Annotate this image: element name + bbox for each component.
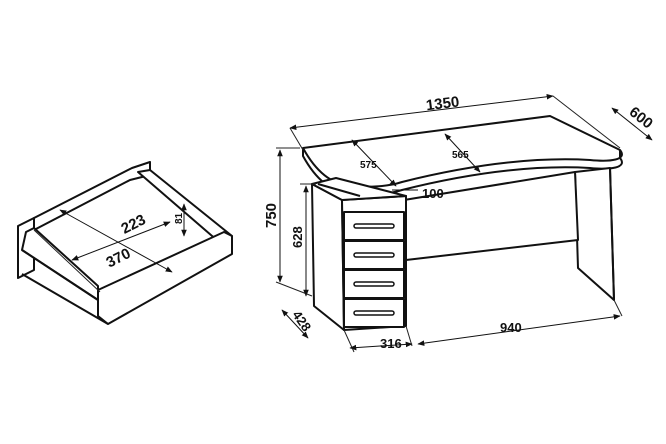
desk-top-depth-label: 565 xyxy=(452,150,469,161)
pedestal-width-dimension-line xyxy=(349,341,413,351)
desk-height-label: 750 xyxy=(263,203,280,228)
pedestal-top xyxy=(311,177,407,201)
drawer-handle-1 xyxy=(353,223,395,229)
desk-leg-edge xyxy=(609,167,615,301)
drawer-depth-dimension-line xyxy=(71,221,171,261)
extension-line xyxy=(405,325,413,347)
drawer-height-label: 81 xyxy=(174,212,185,224)
desk-depth-label: 600 xyxy=(626,104,656,133)
desk-inner-depth-dimension-line xyxy=(351,139,397,187)
desk-length-dimension-line xyxy=(289,93,554,131)
drawer-width-label: 223 xyxy=(119,211,149,238)
drawer-handle-3 xyxy=(353,281,395,287)
drawer-front-wall xyxy=(97,231,233,325)
drawer-illustration: 223 370 81 xyxy=(17,161,233,325)
pedestal-depth-dimension-line xyxy=(281,309,309,339)
knee-space-dimension-line xyxy=(417,314,621,346)
desk-overhang-label: 100 xyxy=(422,186,444,201)
drawer-edge xyxy=(21,273,109,325)
pedestal-height-label: 628 xyxy=(290,226,305,248)
desk-depth-dimension-line xyxy=(611,107,653,141)
pedestal-side xyxy=(311,183,345,331)
drawer-handle-2 xyxy=(353,252,395,258)
drawer-edge xyxy=(21,249,99,301)
desk-top-depth-dimension-line xyxy=(444,133,481,173)
pedestal-drawers xyxy=(343,211,405,328)
pedestal-top-edge xyxy=(317,183,361,197)
extension-line xyxy=(613,299,623,317)
extension-line xyxy=(289,127,304,151)
drawer-handle-4 xyxy=(353,310,395,316)
pedestal-width-label: 316 xyxy=(380,336,402,351)
desk-right-leg xyxy=(574,167,615,301)
knee-space-label: 940 xyxy=(500,320,522,335)
desk-illustration: 1350 600 565 575 100 750 628 428 316 940 xyxy=(263,93,656,353)
extension-line xyxy=(552,95,621,149)
extension-line xyxy=(343,329,355,353)
desk-length-label: 1350 xyxy=(425,93,460,114)
extension-line xyxy=(275,281,313,297)
pedestal-depth-label: 428 xyxy=(289,308,314,334)
drawer-depth-label: 370 xyxy=(103,245,133,272)
desk-inner-depth-label: 575 xyxy=(360,160,377,171)
